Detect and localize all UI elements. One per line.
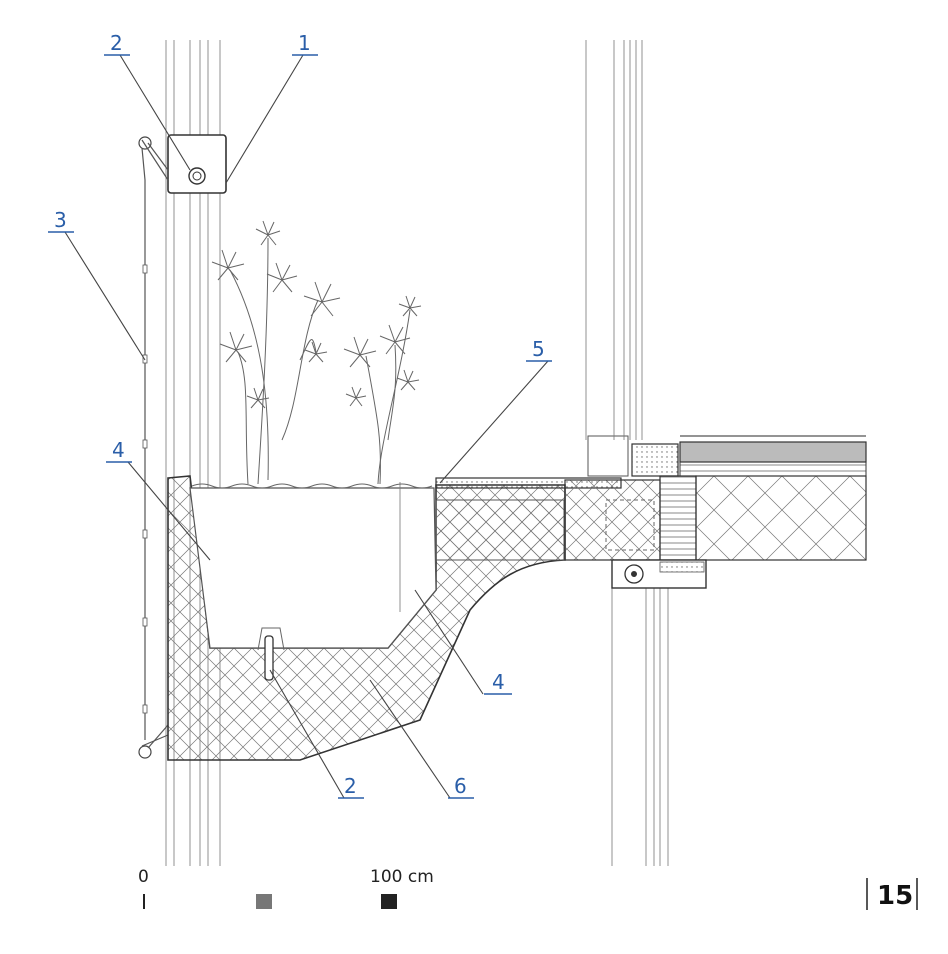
scale-mark-end [381, 894, 397, 909]
callout-3: 3 [54, 208, 67, 232]
leader-lines [64, 54, 549, 799]
blind-box [611, 559, 707, 589]
cable-system [138, 136, 169, 759]
scale-bar: 0 100 cm [138, 867, 434, 909]
top-gutter-box [167, 134, 227, 194]
callout-1: 1 [298, 31, 311, 55]
callout-5: 5 [532, 337, 545, 361]
callout-6: 6 [454, 774, 467, 798]
scale-end-label: 100 cm [370, 867, 434, 887]
plants [211, 220, 422, 485]
drain-fitting [257, 627, 285, 681]
callout-4-right: 4 [492, 670, 505, 694]
page-number-block: 15 [866, 878, 918, 911]
page-number: 15 [877, 881, 913, 911]
callout-2-bottom: 2 [344, 774, 357, 798]
right-facade-lines [585, 40, 669, 866]
planter-body [167, 475, 566, 761]
scale-mark-mid [256, 894, 272, 909]
scale-start-label: 0 [138, 867, 149, 887]
callout-labels: 1 2 3 4 5 4 2 6 [48, 31, 552, 799]
scale-tick-start [143, 894, 145, 909]
callout-2-top: 2 [110, 31, 123, 55]
callout-4-left: 4 [112, 438, 125, 462]
soil-line [191, 483, 433, 489]
floor-slab [435, 435, 867, 561]
